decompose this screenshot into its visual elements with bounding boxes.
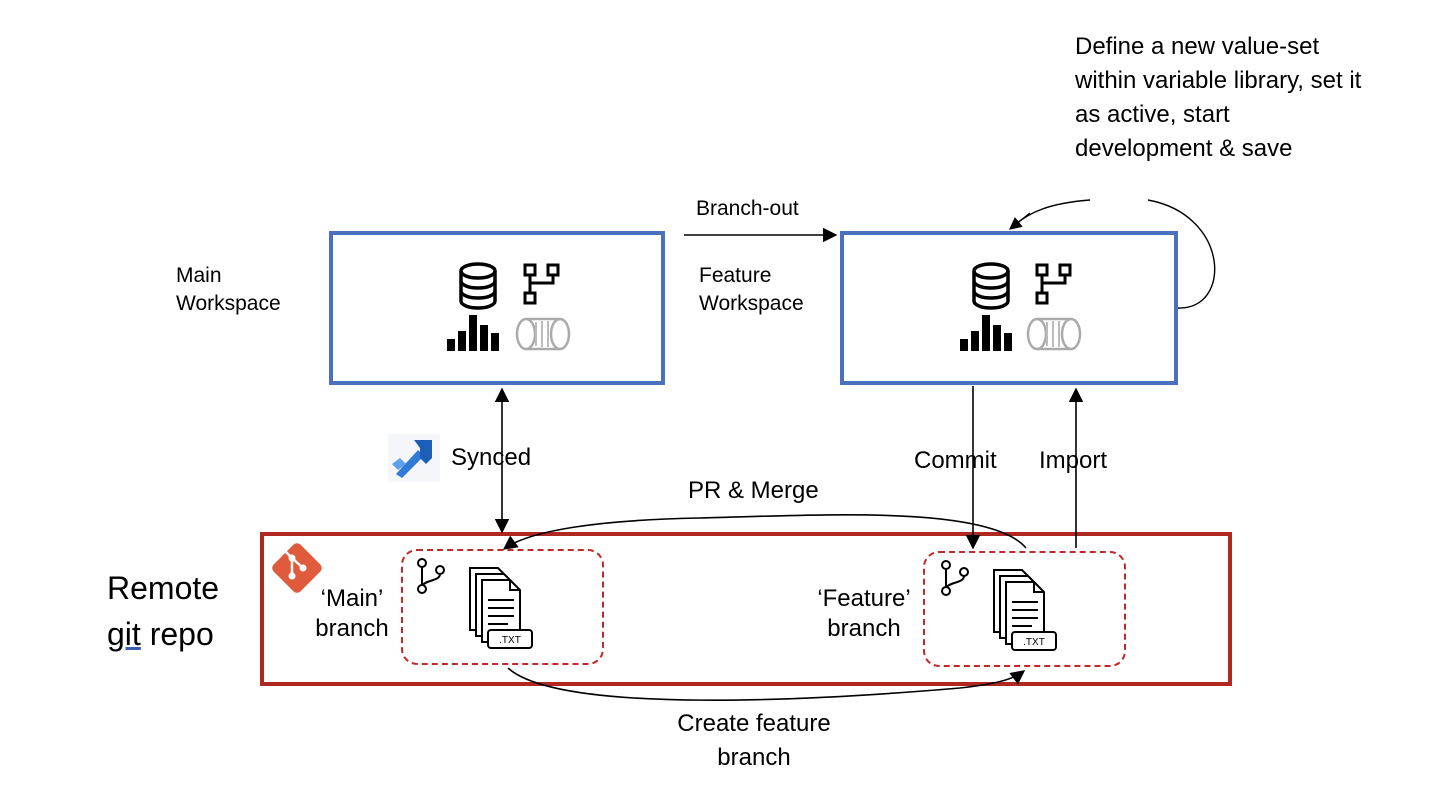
feature-branch-label: ‘Feature’ branch [817,585,911,642]
database-icon [972,262,1010,310]
remote-git-repo-box [260,532,1232,686]
repo-word: repo [140,616,214,652]
main-workspace-label: Main Workspace [176,264,281,315]
synced-label: Synced [451,444,532,471]
git-word: git [107,616,141,652]
text-files-icon: .TXT [993,569,1057,651]
database-icon [459,262,497,310]
branch-icon [937,557,973,599]
bar-chart-icon [960,315,1012,351]
bar-chart-icon [447,315,499,351]
import-label: Import [1039,447,1108,474]
remote-git-repo-label: Remote git repo [107,565,219,657]
remote-git-repo-line2: git repo [107,611,219,657]
pr-merge-label: PR & Merge [688,477,819,504]
git-logo-icon [272,543,322,593]
file-tag: .TXT [499,635,521,646]
create-feature-branch-arrow [507,667,1026,701]
azure-devops-icon [388,434,440,482]
feature-workspace-box [840,231,1178,385]
pr-merge-arrow [502,514,1027,550]
hierarchy-icon [523,263,560,305]
pipeline-icon [1026,317,1082,351]
branch-icon [413,555,449,597]
main-branch-label: ‘Main’ branch [315,585,389,642]
main-branch-box [401,549,604,665]
pipeline-icon [515,317,571,351]
hierarchy-icon [1035,263,1072,305]
value-set-note: Define a new value-set within variable l… [1075,33,1362,162]
create-feature-branch-label: Create feature branch [677,710,831,771]
remote-git-repo-line1: Remote [107,570,220,606]
feature-workspace-label: Feature Workspace [699,264,804,315]
file-tag: .TXT [1023,637,1045,648]
main-workspace-box [329,231,665,385]
branch-out-label: Branch-out [696,197,799,220]
text-files-icon: .TXT [469,567,533,649]
feature-branch-box [923,551,1126,667]
commit-label: Commit [914,447,997,474]
